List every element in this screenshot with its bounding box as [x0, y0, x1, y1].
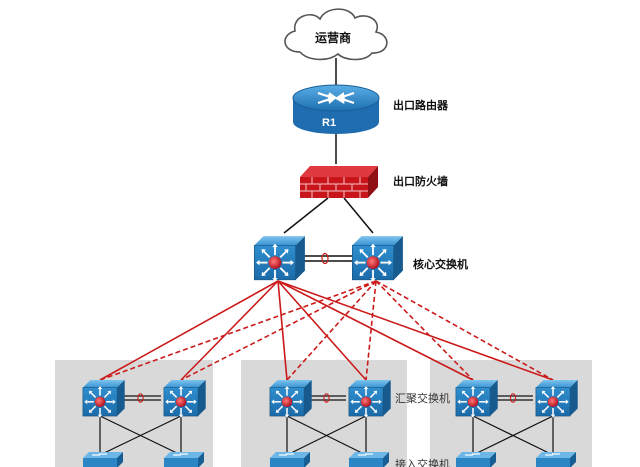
router-caption: 出口路由器: [393, 100, 448, 112]
aggregation-switch-1-b-icon: [348, 379, 391, 418]
agg-0-link-bundle-icon: [137, 393, 144, 403]
core-right-to-agg-1-1-link: [365, 280, 377, 381]
router-label: R1: [322, 117, 337, 129]
firewall-caption: 出口防火墙: [393, 176, 448, 188]
core-right-to-agg-0-1-link: [180, 280, 377, 381]
core-left-to-agg-1-1-link: [277, 280, 367, 381]
aggregation-switch-2-a-icon: [455, 379, 498, 418]
core-right-to-agg-2-0-link: [375, 280, 474, 381]
access-switch-1-a-icon: [270, 452, 310, 467]
aggregation-switch-2-b-icon: [535, 379, 578, 418]
core-left-to-agg-1-0-link: [277, 280, 288, 381]
core-switch-right-icon: [351, 236, 403, 282]
aggregation-switch-caption: 汇聚交换机: [395, 393, 450, 405]
core-left-to-agg-0-1-link: [180, 280, 279, 381]
core-left-to-agg-2-0-link: [277, 280, 474, 381]
core-left-to-agg-0-0-link: [99, 280, 279, 381]
agg-1-link-bundle-icon: [323, 393, 330, 403]
access-switch-2-b-icon: [536, 452, 576, 467]
core-link-bundle-icon: [321, 252, 329, 265]
cloud-icon: [284, 8, 388, 61]
aggregation-switch-0-b-icon: [163, 379, 206, 418]
switches-layer: [82, 236, 578, 467]
aggregation-switch-1-a-icon: [269, 379, 312, 418]
access-switch-0-a-icon: [83, 452, 123, 467]
firewall-icon: [300, 166, 378, 198]
core-left-to-agg-2-1-link: [277, 280, 554, 381]
core-aggregation-links: [99, 252, 554, 381]
core-switch-left-icon: [254, 236, 305, 282]
agg-2-link-bundle-icon: [509, 393, 517, 403]
router-icon: [292, 84, 380, 134]
access-switch-1-b-icon: [349, 452, 389, 467]
cloud-label: 运营商: [315, 31, 352, 45]
access-switch-0-b-icon: [164, 452, 204, 467]
access-switch-2-a-icon: [456, 452, 496, 467]
firewall-core-link-left: [283, 197, 329, 234]
core-right-to-agg-1-0-link: [286, 280, 377, 381]
core-right-to-agg-2-1-link: [375, 280, 554, 381]
core-switch-caption: 核心交换机: [413, 259, 468, 271]
access-switch-caption: 接入交换机: [395, 459, 450, 467]
aggregation-access-links: [99, 393, 554, 456]
aggregation-switch-0-a-icon: [82, 379, 125, 418]
core-right-to-agg-0-0-link: [99, 280, 377, 381]
firewall-core-link-right: [343, 197, 374, 234]
